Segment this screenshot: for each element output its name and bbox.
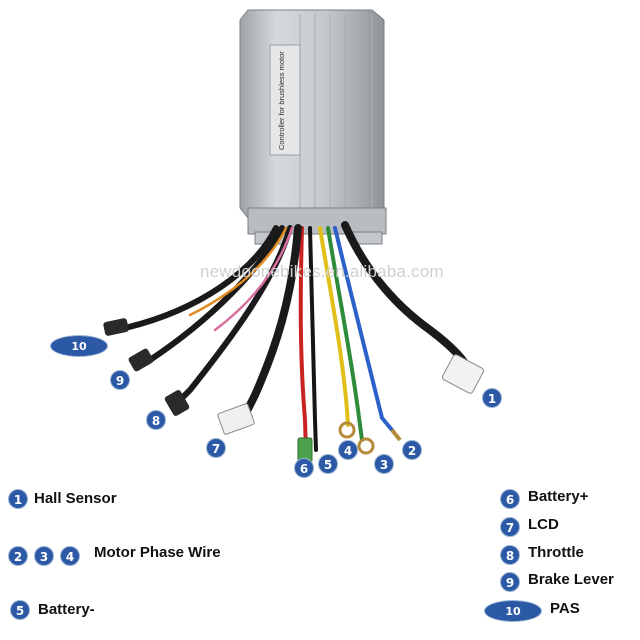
legend-badge-4: 4 bbox=[60, 546, 80, 566]
legend-label-hall-sensor: Hall Sensor bbox=[34, 490, 117, 507]
watermark: newdoonebikes.en.alibaba.com bbox=[200, 262, 444, 281]
signal-wire-orange bbox=[188, 226, 288, 317]
legend-label-throttle: Throttle bbox=[528, 544, 584, 561]
callout-badge-1: 1 bbox=[482, 388, 502, 408]
brake-lever-cable bbox=[147, 225, 285, 363]
legend-badge-5: 5 bbox=[10, 600, 30, 620]
legend-badge-8: 8 bbox=[500, 545, 520, 565]
callout-badge-4: 4 bbox=[338, 440, 358, 460]
phase-wire-yellow bbox=[318, 226, 350, 427]
connectors bbox=[103, 318, 485, 463]
callout-badge-8: 8 bbox=[146, 410, 166, 430]
legend-label-pas: PAS bbox=[550, 600, 580, 617]
legend-badge-6: 6 bbox=[500, 489, 520, 509]
battery-plus-wire bbox=[298, 226, 308, 454]
callout-badge-10: 10 bbox=[50, 335, 108, 357]
lcd-cable bbox=[241, 224, 302, 419]
lcd-connector bbox=[217, 403, 255, 435]
legend-label-motor-phase-wire: Motor Phase Wire bbox=[94, 544, 221, 561]
legend-label-brake-lever: Brake Lever bbox=[528, 571, 614, 588]
battery-minus-wire bbox=[308, 226, 318, 452]
legend-badge-7: 7 bbox=[500, 517, 520, 537]
callout-badge-5: 5 bbox=[318, 454, 338, 474]
brake-lever-connector bbox=[128, 348, 154, 372]
callout-badge-3: 3 bbox=[374, 454, 394, 474]
legend-badge-9: 9 bbox=[500, 572, 520, 592]
pas-cable bbox=[122, 225, 279, 331]
callout-badge-9: 9 bbox=[110, 370, 130, 390]
throttle-connector bbox=[164, 390, 190, 416]
phase-wire-green bbox=[326, 226, 364, 442]
legend-badge-1: 1 bbox=[8, 489, 28, 509]
controller-housing bbox=[239, 9, 387, 245]
callout-badge-7: 7 bbox=[206, 438, 226, 458]
phase-wire-blue bbox=[333, 226, 394, 432]
legend-label-battery-plus: Battery+ bbox=[528, 488, 589, 505]
legend-label-battery-minus: Battery- bbox=[38, 601, 95, 618]
hall-sensor-connector bbox=[441, 354, 485, 394]
legend-badge-3: 3 bbox=[34, 546, 54, 566]
cable-bundle bbox=[122, 221, 474, 454]
legend-label-lcd: LCD bbox=[528, 516, 559, 533]
phase-ring-terminal-3 bbox=[357, 437, 375, 455]
signal-wire-pink bbox=[213, 226, 294, 332]
controller-label: Controller for brushless motor bbox=[277, 51, 286, 150]
phase-spade-terminal-2 bbox=[390, 428, 402, 442]
legend-badge-2: 2 bbox=[8, 546, 28, 566]
legend-badge-10: 10 bbox=[484, 600, 542, 622]
pas-connector bbox=[103, 318, 129, 336]
callout-badge-6: 6 bbox=[294, 458, 314, 478]
callout-badge-2: 2 bbox=[402, 440, 422, 460]
phase-ring-terminal-4 bbox=[338, 421, 356, 439]
